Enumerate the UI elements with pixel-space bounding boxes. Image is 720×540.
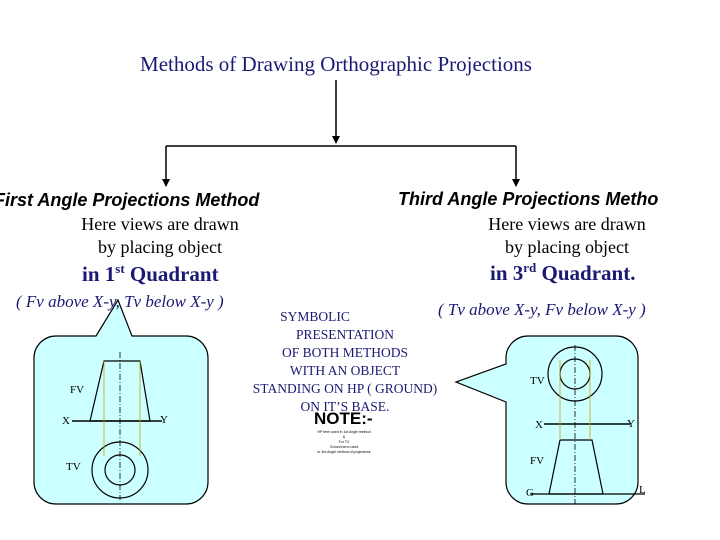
symbolic-presentation: SYMBOLIC PRESENTATION OF BOTH METHODS WI…	[236, 308, 454, 416]
third-angle-x-label: X	[535, 419, 543, 431]
symbolic-line2: PRESENTATION	[296, 327, 394, 342]
first-angle-fv-label: FV	[70, 384, 85, 396]
third-angle-tv-label: TV	[530, 375, 545, 387]
first-angle-quadrant-sup: st	[115, 261, 125, 276]
third-angle-desc-line1: Here views are drawn	[488, 214, 646, 234]
first-angle-drawing	[72, 352, 162, 500]
connector-tree	[162, 80, 520, 187]
third-angle-quadrant-prefix: in 3	[490, 261, 524, 285]
first-angle-quadrant: in 1st Quadrant	[82, 261, 219, 287]
first-angle-method-heading: First Angle Projections Method	[0, 190, 260, 210]
third-angle-y-label: Y	[627, 418, 635, 430]
third-angle-desc-line2: by placing object	[505, 237, 629, 257]
third-angle-drawing	[530, 345, 645, 504]
first-angle-x-label: X	[62, 415, 70, 427]
symbolic-line1: SYMBOLIC	[280, 309, 350, 324]
symbolic-line3: OF BOTH METHODS	[281, 345, 408, 360]
third-angle-fv-label: FV	[530, 455, 545, 467]
first-angle-y-label: Y	[160, 414, 168, 426]
page-title: Methods of Drawing Orthographic Projecti…	[140, 52, 532, 76]
note-line2: &	[342, 435, 346, 439]
note-body: HP term used in 1st Angle method & For T…	[284, 430, 404, 455]
first-angle-desc-line1: Here views are drawn	[81, 214, 239, 234]
note-line4: Ground term used	[329, 445, 359, 449]
note-line3: For TV	[338, 440, 350, 444]
note-line1: HP term used in 1st Angle method	[317, 430, 371, 434]
third-angle-quadrant-sup: rd	[523, 260, 537, 275]
first-angle-quadrant-suffix: Quadrant	[124, 262, 219, 286]
note-heading: NOTE:-	[314, 409, 373, 428]
first-angle-quadrant-prefix: in 1	[82, 262, 116, 286]
symbolic-line6: ON IT’S BASE.	[300, 399, 390, 414]
first-angle-condition: ( Fv above X-y, Tv below X-y )	[16, 292, 224, 311]
third-angle-condition: ( Tv above X-y, Fv below X-y )	[438, 300, 646, 319]
symbolic-line5: STANDING ON HP ( GROUND)	[252, 381, 438, 396]
first-angle-desc-line2: by placing object	[98, 237, 222, 257]
third-angle-g-label: G	[526, 487, 534, 499]
third-angle-top-view-inner	[559, 358, 591, 390]
third-angle-bubble	[454, 335, 639, 505]
symbolic-line4: WITH AN OBJECT	[289, 363, 401, 378]
note-line5: in 3rd Angle method of projections	[317, 450, 371, 454]
first-angle-tv-label: TV	[66, 461, 81, 473]
third-angle-quadrant-suffix: Quadrant.	[536, 261, 636, 285]
third-angle-quadrant: in 3rd Quadrant.	[490, 260, 635, 286]
third-angle-method-heading: Third Angle Projections Metho	[398, 189, 659, 209]
third-angle-l-label: L	[639, 484, 646, 496]
